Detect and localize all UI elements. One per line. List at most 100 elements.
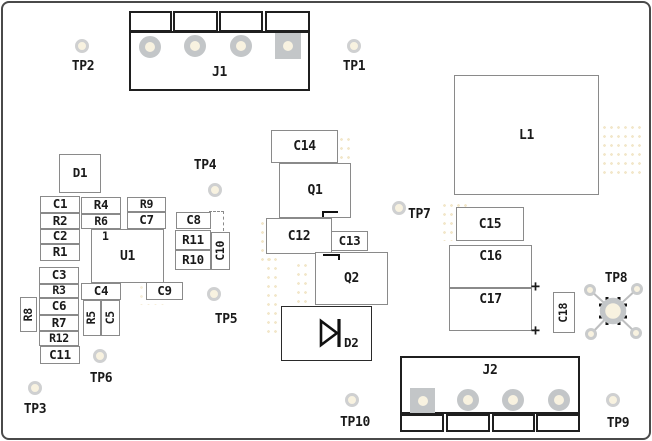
component-C6-label: C6: [51, 298, 67, 314]
c17-polarity-plus: +: [531, 321, 540, 339]
connector-J2-pin-cell: [536, 414, 580, 432]
connector-J1-pin-cell: [173, 11, 218, 32]
component-C18-label: C18: [556, 302, 571, 323]
component-U1: U1: [91, 229, 164, 283]
pad-circle: [548, 389, 570, 411]
component-Q1: Q1: [279, 163, 351, 218]
testpoint-TP8-label: TP8: [604, 271, 628, 286]
component-D2: [281, 306, 372, 361]
component-R5-label: R5: [84, 311, 99, 325]
testpoint-TP10-label: TP10: [339, 415, 371, 430]
q1-pin1-mark: [322, 211, 338, 217]
pad-circle: [502, 389, 524, 411]
testpoint-TP8-pad: [584, 283, 643, 340]
component-C8-label: C8: [186, 212, 201, 228]
component-R9: R9: [127, 197, 166, 212]
pad-circle: [230, 35, 252, 57]
component-L1: L1: [454, 75, 599, 195]
component-C8: C8: [176, 212, 211, 229]
component-R11-label: R11: [182, 231, 204, 247]
component-C14: C14: [271, 130, 338, 163]
pad-circle: [139, 36, 161, 58]
component-R3: R3: [39, 284, 79, 298]
component-C12: C12: [266, 218, 332, 254]
component-R12: R12: [39, 331, 79, 346]
component-C7-label: C7: [139, 212, 154, 228]
u1-pin1-number: 1: [102, 229, 109, 243]
component-C7: C7: [127, 212, 166, 229]
component-U1-label: U1: [119, 248, 136, 264]
component-R12-label: R12: [49, 330, 69, 345]
component-C3-label: C3: [51, 267, 67, 283]
component-R10: R10: [175, 250, 211, 270]
component-R6: R6: [81, 214, 121, 229]
via-field: [295, 261, 311, 303]
component-R11: R11: [175, 230, 211, 250]
component-R1-label: R1: [52, 244, 68, 260]
component-C6: C6: [39, 298, 79, 315]
testpoint-TP1-pad: [347, 39, 361, 53]
component-C10: C10: [211, 232, 230, 270]
component-R4-label: R4: [93, 197, 109, 213]
component-C5-label: C5: [102, 311, 117, 325]
component-C17-label: C17: [479, 292, 502, 307]
component-C11-label: C11: [49, 346, 71, 362]
component-C5: C5: [101, 300, 120, 336]
component-C15: C15: [456, 207, 524, 241]
component-C9: C9: [146, 282, 183, 300]
testpoint-TP1-label: TP1: [342, 59, 366, 74]
component-R2: R2: [40, 213, 80, 229]
testpoint-TP2-pad: [75, 39, 89, 53]
testpoint-TP7-label: TP7: [408, 207, 431, 222]
component-R8: R8: [20, 297, 37, 332]
component-C15-label: C15: [478, 216, 502, 232]
component-C1-label: C1: [52, 196, 68, 212]
component-Q2: Q2: [315, 252, 388, 305]
component-Q1-label: Q1: [307, 183, 323, 198]
component-Q2-label: Q2: [343, 271, 360, 286]
via-field: [265, 255, 281, 333]
component-R2-label: R2: [52, 212, 68, 228]
pad-square: [410, 388, 435, 413]
component-D1-label: D1: [72, 165, 88, 181]
testpoint-TP4-label: TP4: [193, 158, 217, 173]
component-C4: C4: [81, 283, 121, 300]
testpoint-TP10-pad: [345, 393, 359, 407]
component-R6-label: R6: [94, 213, 108, 228]
component-C2-label: C2: [52, 228, 68, 244]
via-field: [601, 123, 643, 179]
component-C14-label: C14: [293, 139, 316, 154]
component-R9-label: R9: [139, 196, 154, 211]
component-C1: C1: [40, 196, 80, 213]
component-R7: R7: [39, 315, 79, 331]
component-C18: C18: [553, 292, 575, 333]
component-C17: C17: [449, 288, 532, 331]
component-C13: C13: [331, 231, 368, 251]
component-C16: C16: [449, 245, 532, 288]
component-R7-label: R7: [51, 314, 67, 330]
connector-J2-pin-cell: [492, 414, 535, 432]
component-C2: C2: [40, 229, 80, 244]
connector-J1-pin-cell: [219, 11, 263, 32]
c16-polarity-plus: +: [531, 277, 540, 295]
component-C16-label: C16: [479, 249, 502, 264]
diode-icon: [319, 318, 341, 348]
c8-alt-outline-dash: [209, 211, 224, 231]
pad-square: [275, 33, 301, 59]
component-C11: C11: [40, 346, 80, 364]
component-R5: R5: [83, 300, 101, 336]
component-C10-label: C10: [212, 241, 227, 261]
connector-J1-pin-cell: [265, 11, 310, 32]
component-R1: R1: [40, 244, 80, 261]
pad-circle: [184, 35, 206, 57]
testpoint-TP6-pad: [93, 349, 107, 363]
component-R10-label: R10: [182, 251, 204, 267]
component-R8-label: R8: [20, 307, 35, 322]
connector-J2-pin-cell: [446, 414, 490, 432]
connector-J1-pin-cell: [129, 11, 172, 32]
component-C13-label: C13: [338, 232, 361, 248]
component-C9-label: C9: [157, 282, 172, 298]
connector-J2-pin-cell: [400, 414, 444, 432]
